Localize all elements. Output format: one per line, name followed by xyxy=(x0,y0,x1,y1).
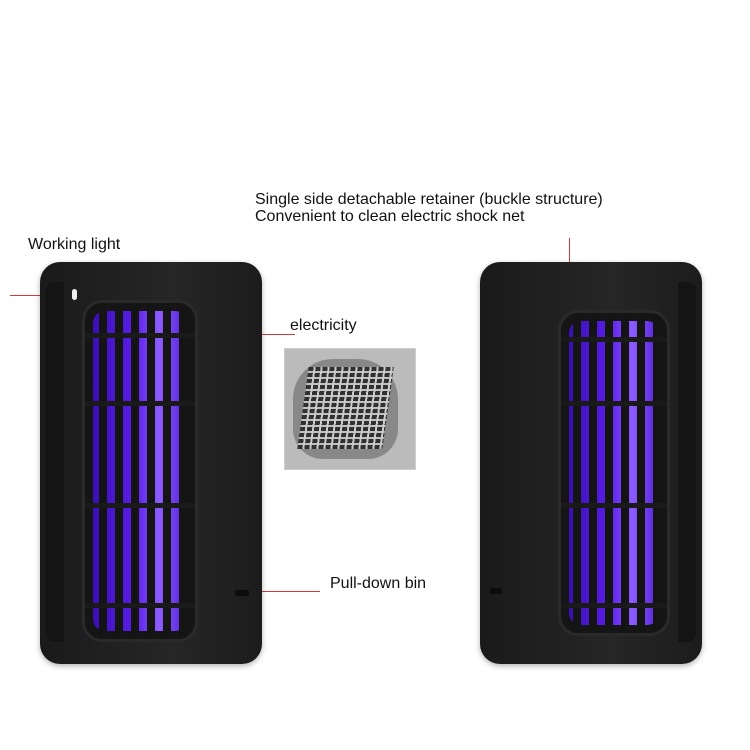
uv-grille xyxy=(558,310,670,636)
label-electricity: electricity xyxy=(290,317,357,334)
electric-net-inset-photo xyxy=(284,348,416,470)
label-working-light: Working light xyxy=(28,236,121,253)
uv-lamp-glow xyxy=(93,311,187,631)
mosquito-killer-right xyxy=(480,262,702,664)
mosquito-killer-left xyxy=(40,262,262,664)
pull-down-bin-slot xyxy=(235,590,249,596)
side-ridges xyxy=(46,282,64,642)
retainer-line-1: Single side detachable retainer (buckle … xyxy=(255,191,603,208)
uv-grille xyxy=(82,300,198,642)
uv-lamp-glow xyxy=(569,321,659,625)
working-light-indicator xyxy=(72,289,77,300)
retainer-line-2: Convenient to clean electric shock net xyxy=(255,208,525,225)
leader-pull-down-bin xyxy=(245,591,320,592)
pull-down-bin-slot xyxy=(490,588,502,594)
label-pull-down-bin: Pull-down bin xyxy=(330,575,427,592)
side-ridges xyxy=(678,282,696,642)
label-retainer: Single side detachable retainer (buckle … xyxy=(255,191,603,225)
